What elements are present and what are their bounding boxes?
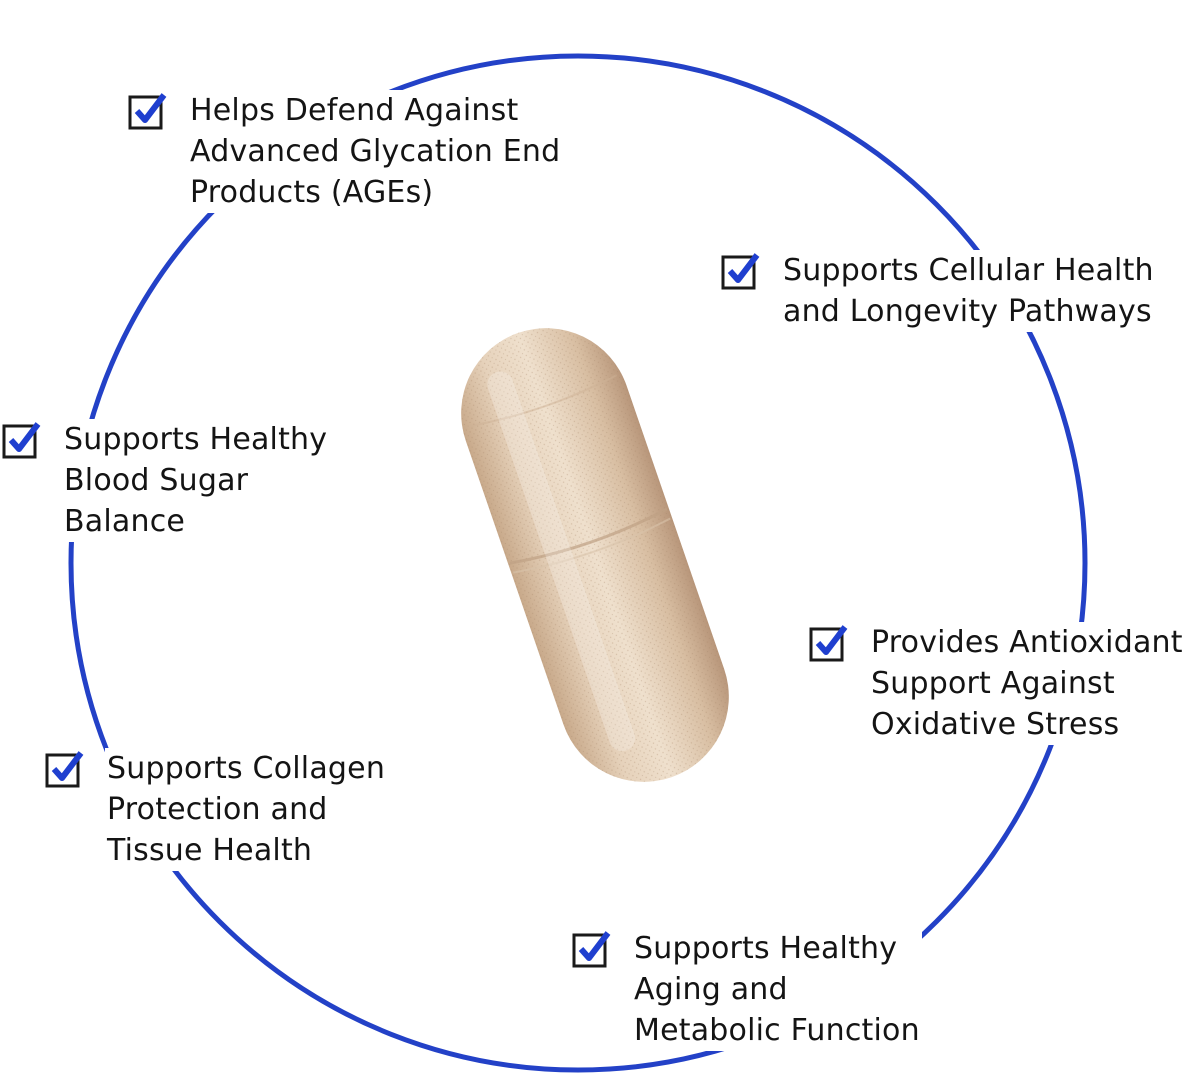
feature-item-healthy-aging: Supports Healthy Aging and Metabolic Fun… xyxy=(572,928,922,1051)
feature-label: Supports Healthy Aging and Metabolic Fun… xyxy=(632,928,922,1051)
feature-label: Supports Collagen Protection and Tissue … xyxy=(105,748,388,871)
feature-label: Helps Defend Against Advanced Glycation … xyxy=(188,90,563,213)
feature-label: Provides Antioxidant Support Against Oxi… xyxy=(869,622,1185,745)
checkbox-checked-icon xyxy=(2,421,41,459)
checkbox-checked-icon xyxy=(572,930,611,968)
checkbox-checked-icon xyxy=(721,252,760,290)
feature-label: Supports Healthy Blood Sugar Balance xyxy=(62,419,330,542)
feature-item-collagen: Supports Collagen Protection and Tissue … xyxy=(45,748,388,871)
feature-item-blood-sugar: Supports Healthy Blood Sugar Balance xyxy=(2,419,330,542)
feature-item-ages: Helps Defend Against Advanced Glycation … xyxy=(128,90,563,213)
feature-label: Supports Cellular Health and Longevity P… xyxy=(781,250,1156,332)
checkbox-checked-icon xyxy=(128,92,167,130)
checkbox-checked-icon xyxy=(45,750,84,788)
feature-item-cellular-health: Supports Cellular Health and Longevity P… xyxy=(721,250,1156,332)
feature-item-antioxidant: Provides Antioxidant Support Against Oxi… xyxy=(809,622,1185,745)
checkbox-checked-icon xyxy=(809,624,848,662)
